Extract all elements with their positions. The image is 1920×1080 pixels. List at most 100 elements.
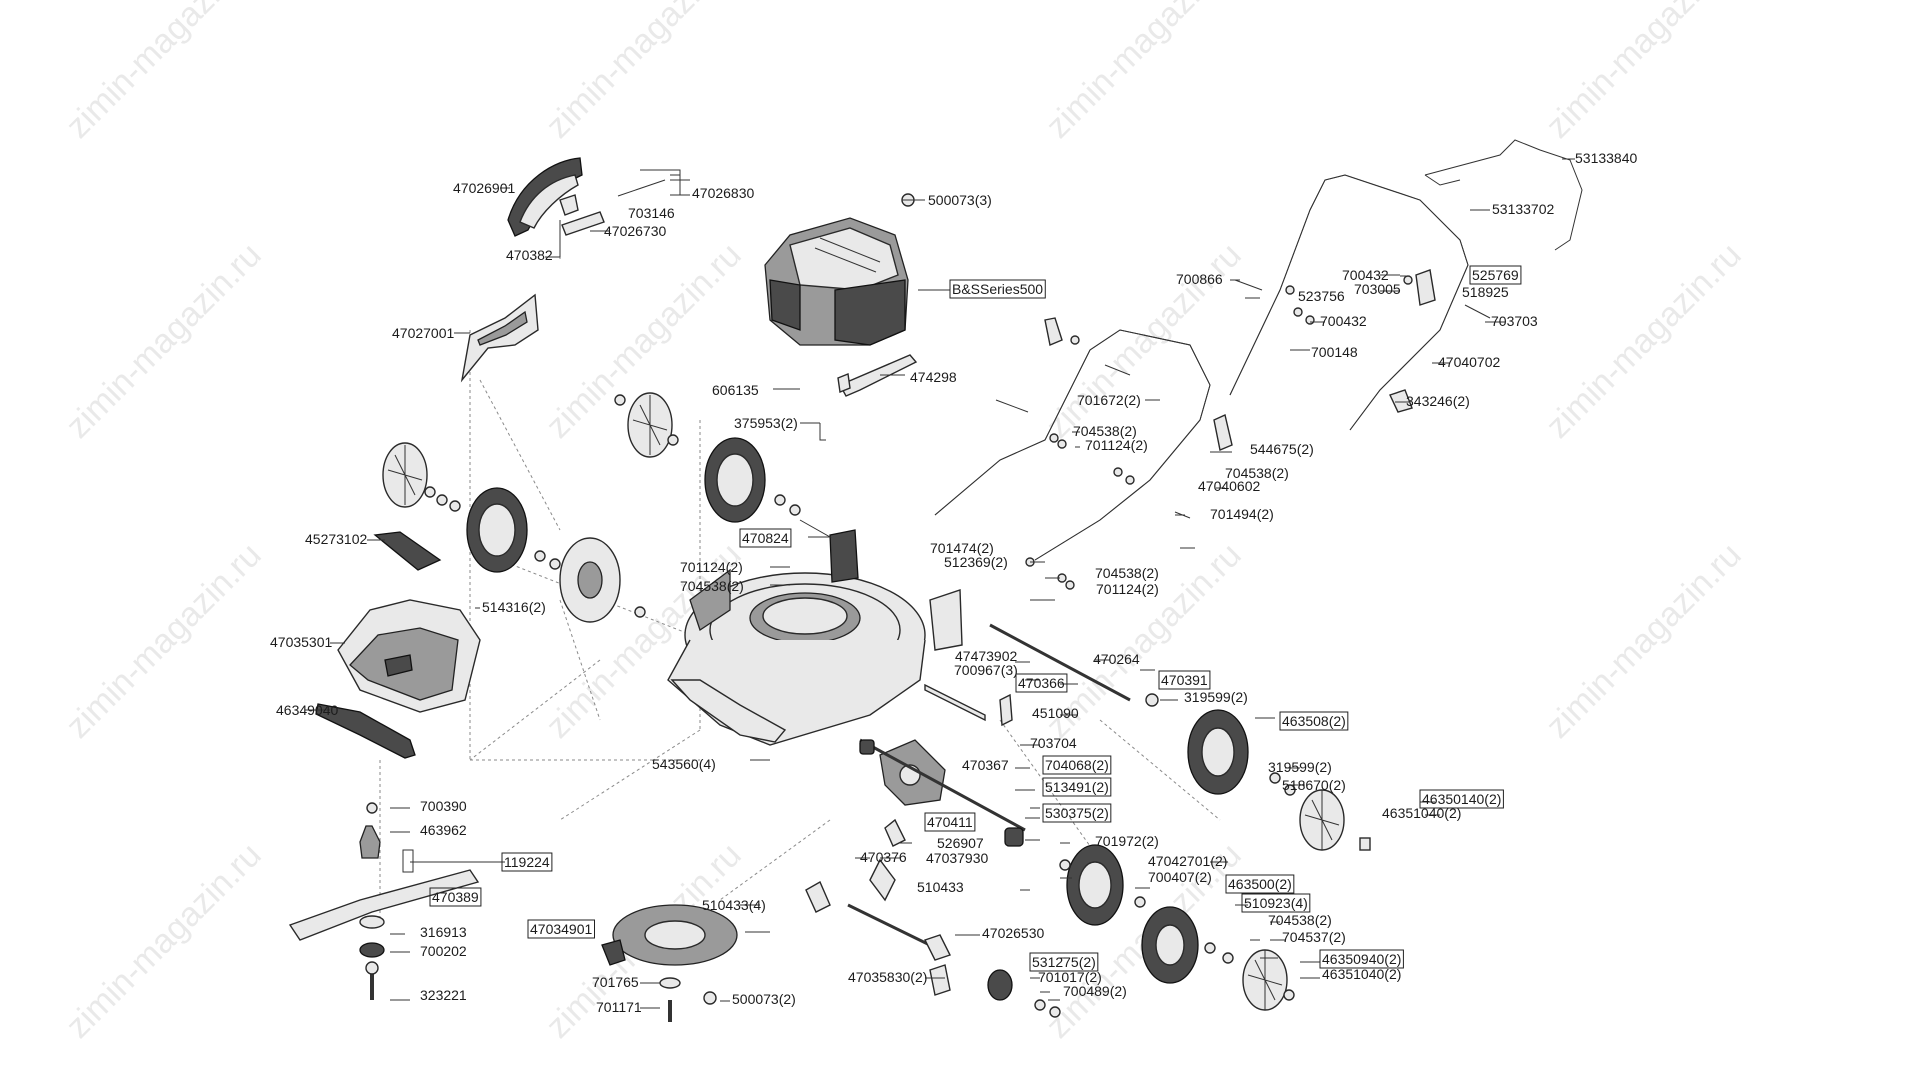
part-number-label: 47035301 (270, 634, 333, 650)
part-number-label: 523756 (1298, 288, 1345, 304)
watermark-text: zimin-magazin.ru (59, 236, 269, 446)
part-number-label: 700967(3) (954, 662, 1018, 678)
part-number-label: 700202 (420, 943, 467, 959)
part-number-label: 703005 (1354, 281, 1401, 297)
part-number-label: 700148 (1311, 344, 1358, 360)
part-number-label: 510433 (917, 879, 964, 895)
part-number-label: 531275(2) (1032, 954, 1096, 970)
rear-rail-part (315, 703, 416, 759)
part-number-label: 514316(2) (482, 599, 546, 615)
part-number-label: 704538(2) (1225, 465, 1289, 481)
watermark-text: zimin-magazin.ru (59, 536, 269, 746)
part-number-label: 701672(2) (1077, 392, 1141, 408)
part-number-label: 470264 (1093, 651, 1140, 667)
part-number-label: 544675(2) (1250, 441, 1314, 457)
part-number-label: 47037930 (926, 850, 989, 866)
part-number-label: 700432 (1342, 267, 1389, 283)
part-number-label: 700432 (1320, 313, 1367, 329)
part-number-box (1015, 673, 1068, 693)
part-number-label: 700866 (1176, 271, 1223, 287)
deck-part (667, 529, 963, 746)
watermark-text: zimin-magazin.ru (1539, 236, 1749, 446)
watermark-text: zimin-magazin.ru (1539, 536, 1749, 746)
rear-flap-part (337, 599, 481, 713)
part-number-label: 46351040(2) (1382, 805, 1461, 821)
part-number-label: 500073(2) (732, 991, 796, 1007)
part-number-box (1225, 874, 1295, 894)
part-number-label: 46351040(2) (1322, 966, 1401, 982)
part-number-box (1419, 789, 1504, 809)
part-number-label: 470376 (860, 849, 907, 865)
part-number-label: 704068(2) (1045, 757, 1109, 773)
part-number-label: 512369(2) (944, 554, 1008, 570)
part-number-box (1469, 265, 1522, 285)
part-number-label: 543560(4) (652, 756, 716, 772)
part-number-label: 500073(3) (928, 192, 992, 208)
part-number-label: 343246(2) (1406, 393, 1470, 409)
gearbox-part (805, 683, 1061, 1018)
label-sticker-part (373, 531, 442, 571)
part-number-label: 47027001 (392, 325, 455, 341)
part-number-label: 703704 (1030, 735, 1077, 751)
part-number-label: 701124(2) (1096, 581, 1159, 597)
part-number-box (1042, 803, 1112, 823)
part-number-box (949, 279, 1046, 299)
part-number-label: 47035830(2) (848, 969, 927, 985)
part-number-label: 701972(2) (1095, 833, 1159, 849)
part-number-label: 375953(2) (734, 415, 798, 431)
front-left-wheel-part (614, 392, 801, 523)
part-number-label: 700390 (420, 798, 467, 814)
part-number-label: 510923(4) (1244, 895, 1308, 911)
part-number-label: 704538(2) (680, 578, 744, 594)
part-number-label: 463962 (420, 822, 467, 838)
part-number-label: 47026530 (982, 925, 1045, 941)
part-number-label: 47040702 (1438, 354, 1501, 370)
part-number-label: 319599(2) (1184, 689, 1248, 705)
part-number-label: 470367 (962, 757, 1009, 773)
part-number-label: 525769 (1472, 267, 1519, 283)
part-number-label: 474298 (910, 369, 957, 385)
part-number-label: 701124(2) (680, 559, 743, 575)
part-number-label: 119224 (504, 854, 550, 870)
part-number-label: 53133702 (1492, 201, 1555, 217)
part-number-label: 463500(2) (1228, 876, 1292, 892)
part-number-label: 704538(2) (1073, 423, 1137, 439)
part-number-box (429, 887, 482, 907)
part-number-box (739, 528, 792, 548)
part-number-label: 46350140(2) (1422, 791, 1501, 807)
part-number-label: 470411 (927, 814, 973, 830)
part-number-label: 700407(2) (1148, 869, 1212, 885)
part-number-label: 470382 (506, 247, 553, 263)
watermark-text: zimin-magazin.ru (1039, 0, 1249, 146)
part-number-label: 47026730 (604, 223, 667, 239)
part-number-label: 45273102 (305, 531, 368, 547)
part-number-label: 518925 (1462, 284, 1509, 300)
part-number-label: 701765 (592, 974, 639, 990)
parts-drawing (288, 139, 1583, 1022)
part-number-label: 470366 (1018, 675, 1065, 691)
bag-bracket-part (559, 179, 666, 236)
part-number-label: 701171 (596, 999, 642, 1015)
part-number-label: 701474(2) (930, 540, 994, 556)
part-number-label: 704538(2) (1095, 565, 1159, 581)
part-number-box (1158, 670, 1211, 690)
mulch-disk-part (601, 904, 738, 1022)
part-number-label: 703146 (628, 205, 675, 221)
part-number-label: 606135 (712, 382, 759, 398)
part-number-label: 47473902 (955, 648, 1018, 664)
watermark-layer: zimin-magazin.ru zimin-magazin.ru zimin-ma… (59, 0, 1749, 1046)
part-number-box (1319, 949, 1404, 969)
part-number-label: 530375(2) (1045, 805, 1109, 821)
front-right-wheel-part (1059, 844, 1295, 1011)
mulch-plug-part (460, 293, 539, 383)
part-number-label: 46349040 (276, 702, 339, 718)
part-number-label: 47026901 (453, 180, 516, 196)
watermark-text: zimin-magazin.ru (1539, 0, 1749, 146)
part-number-label: 47042701(2) (1148, 853, 1227, 869)
part-number-label: 518670(2) (1282, 777, 1346, 793)
part-number-box (1042, 777, 1112, 797)
part-number-box (501, 852, 553, 872)
part-number-label: 316913 (420, 924, 467, 940)
rear-left-wheel-part (382, 442, 646, 623)
